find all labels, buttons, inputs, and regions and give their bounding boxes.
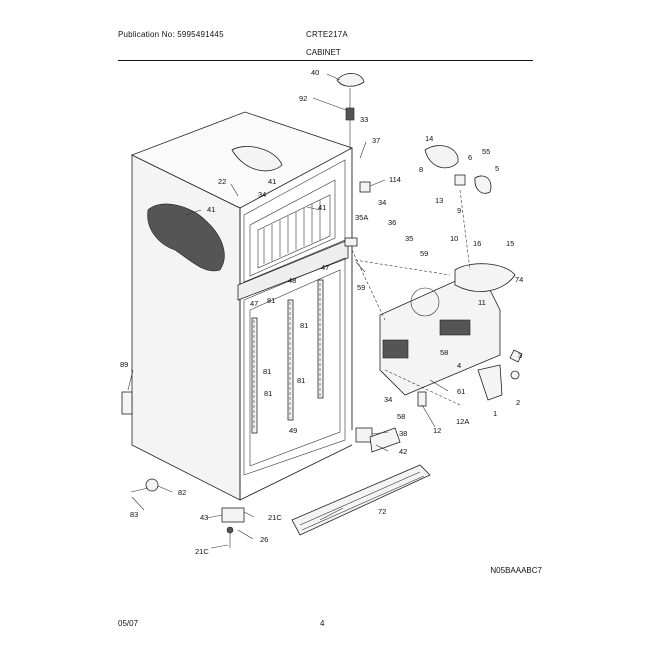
side-bracket: [121, 391, 133, 415]
callout-label: 58: [397, 412, 405, 421]
callout-label: 15: [506, 239, 514, 248]
top-hinge-cover: [336, 73, 365, 87]
center-hinge: [231, 146, 283, 172]
callout-label: 49: [289, 426, 297, 435]
guide-line: [351, 249, 386, 321]
callout-label: 16: [473, 239, 481, 248]
callout-label: 11: [478, 298, 486, 307]
callout-label: 41: [207, 205, 215, 214]
callout-label: 12: [433, 426, 441, 435]
callout-label: 55: [482, 147, 490, 156]
callout-label: 10: [450, 234, 458, 243]
callout-label: 41: [268, 177, 276, 186]
callout-label: 89: [120, 360, 128, 369]
callout-label: 81: [264, 389, 272, 398]
bottom-hinge: [221, 507, 245, 548]
callout-label: 43: [200, 513, 208, 522]
callout-label: 26: [260, 535, 268, 544]
guide-line: [459, 189, 471, 271]
drain-part: [417, 391, 427, 407]
callout-label: 114: [389, 175, 401, 184]
vent-part: [369, 427, 401, 453]
diagram-code: N05BAAABC7: [490, 566, 542, 575]
header-divider: [118, 60, 533, 61]
callout-label: 8: [419, 165, 423, 174]
callout-label: 81: [263, 367, 271, 376]
callout-label: 82: [178, 488, 186, 497]
evaporator-cover: [379, 269, 501, 396]
grommet-part: [510, 370, 520, 380]
plug-part: [509, 349, 523, 363]
drain-trough: [454, 263, 516, 292]
duct-part: [477, 364, 503, 401]
callout-label: 4: [457, 361, 461, 370]
callout-label: 14: [425, 134, 433, 143]
callout-label: 35: [405, 234, 413, 243]
insulation-foam: [147, 203, 225, 272]
callout-label: 58: [440, 348, 448, 357]
callout-label: 33: [360, 115, 368, 124]
hinge-bracket: [345, 107, 355, 121]
callout-label: 13: [435, 196, 443, 205]
callout-label: 3: [518, 351, 522, 360]
fan-assembly: [424, 145, 492, 194]
callout-label: 83: [130, 510, 138, 519]
callout-label: 37: [372, 136, 380, 145]
clip-part: [344, 237, 358, 247]
model-number: CRTE217A: [306, 30, 348, 39]
callout-label: 92: [299, 94, 307, 103]
footer-date: 05/07: [118, 619, 139, 628]
switch-part: [359, 181, 371, 193]
callout-label: 2: [516, 398, 520, 407]
callout-label: 72: [378, 507, 386, 516]
freezer-shelf: [257, 194, 331, 269]
shelf-rails: [251, 279, 324, 434]
callout-label: 59: [357, 283, 365, 292]
publication-number: Publication No: 5995491445: [118, 30, 224, 39]
damper-part: [355, 427, 373, 443]
callout-label: 5: [495, 164, 499, 173]
section-title: CABINET: [306, 48, 341, 57]
callout-label: 34: [378, 198, 386, 207]
callout-label: 22: [218, 177, 226, 186]
toe-grille: [291, 464, 431, 536]
callout-label: 21C: [268, 513, 282, 522]
callout-label: 41: [318, 203, 326, 212]
callout-label: 48: [288, 276, 296, 285]
guide-line: [354, 259, 451, 276]
callout-label: 34: [258, 190, 266, 199]
callout-label: 36: [388, 218, 396, 227]
callout-label: 34: [384, 395, 392, 404]
guide-line: [384, 369, 461, 406]
callout-label: 74: [515, 275, 523, 284]
callout-label: 81: [300, 321, 308, 330]
callout-label: 6: [468, 153, 472, 162]
footer-page-number: 4: [320, 619, 325, 628]
callout-label: 61: [457, 387, 465, 396]
callout-label: 81: [267, 296, 275, 305]
callout-label: 81: [297, 376, 305, 385]
callout-label: 12A: [456, 417, 469, 426]
callout-label: 1: [493, 409, 497, 418]
callout-label: 42: [399, 447, 407, 456]
callout-label: 59: [420, 249, 428, 258]
screw: [130, 487, 149, 493]
callout-label: 21C: [195, 547, 209, 556]
callout-label: 38: [399, 429, 407, 438]
callout-label: 35A: [355, 213, 368, 222]
callout-label: 9: [457, 206, 461, 215]
leader-lines: [127, 73, 449, 549]
callout-label: 47: [250, 299, 258, 308]
callout-labels: 40 92 33 37 14 55 6 8 5 13 9 22 34 41 41…: [120, 68, 523, 556]
callout-label: 40: [311, 68, 319, 77]
callout-label: 47: [321, 263, 329, 272]
leveling-leg: [145, 478, 159, 492]
